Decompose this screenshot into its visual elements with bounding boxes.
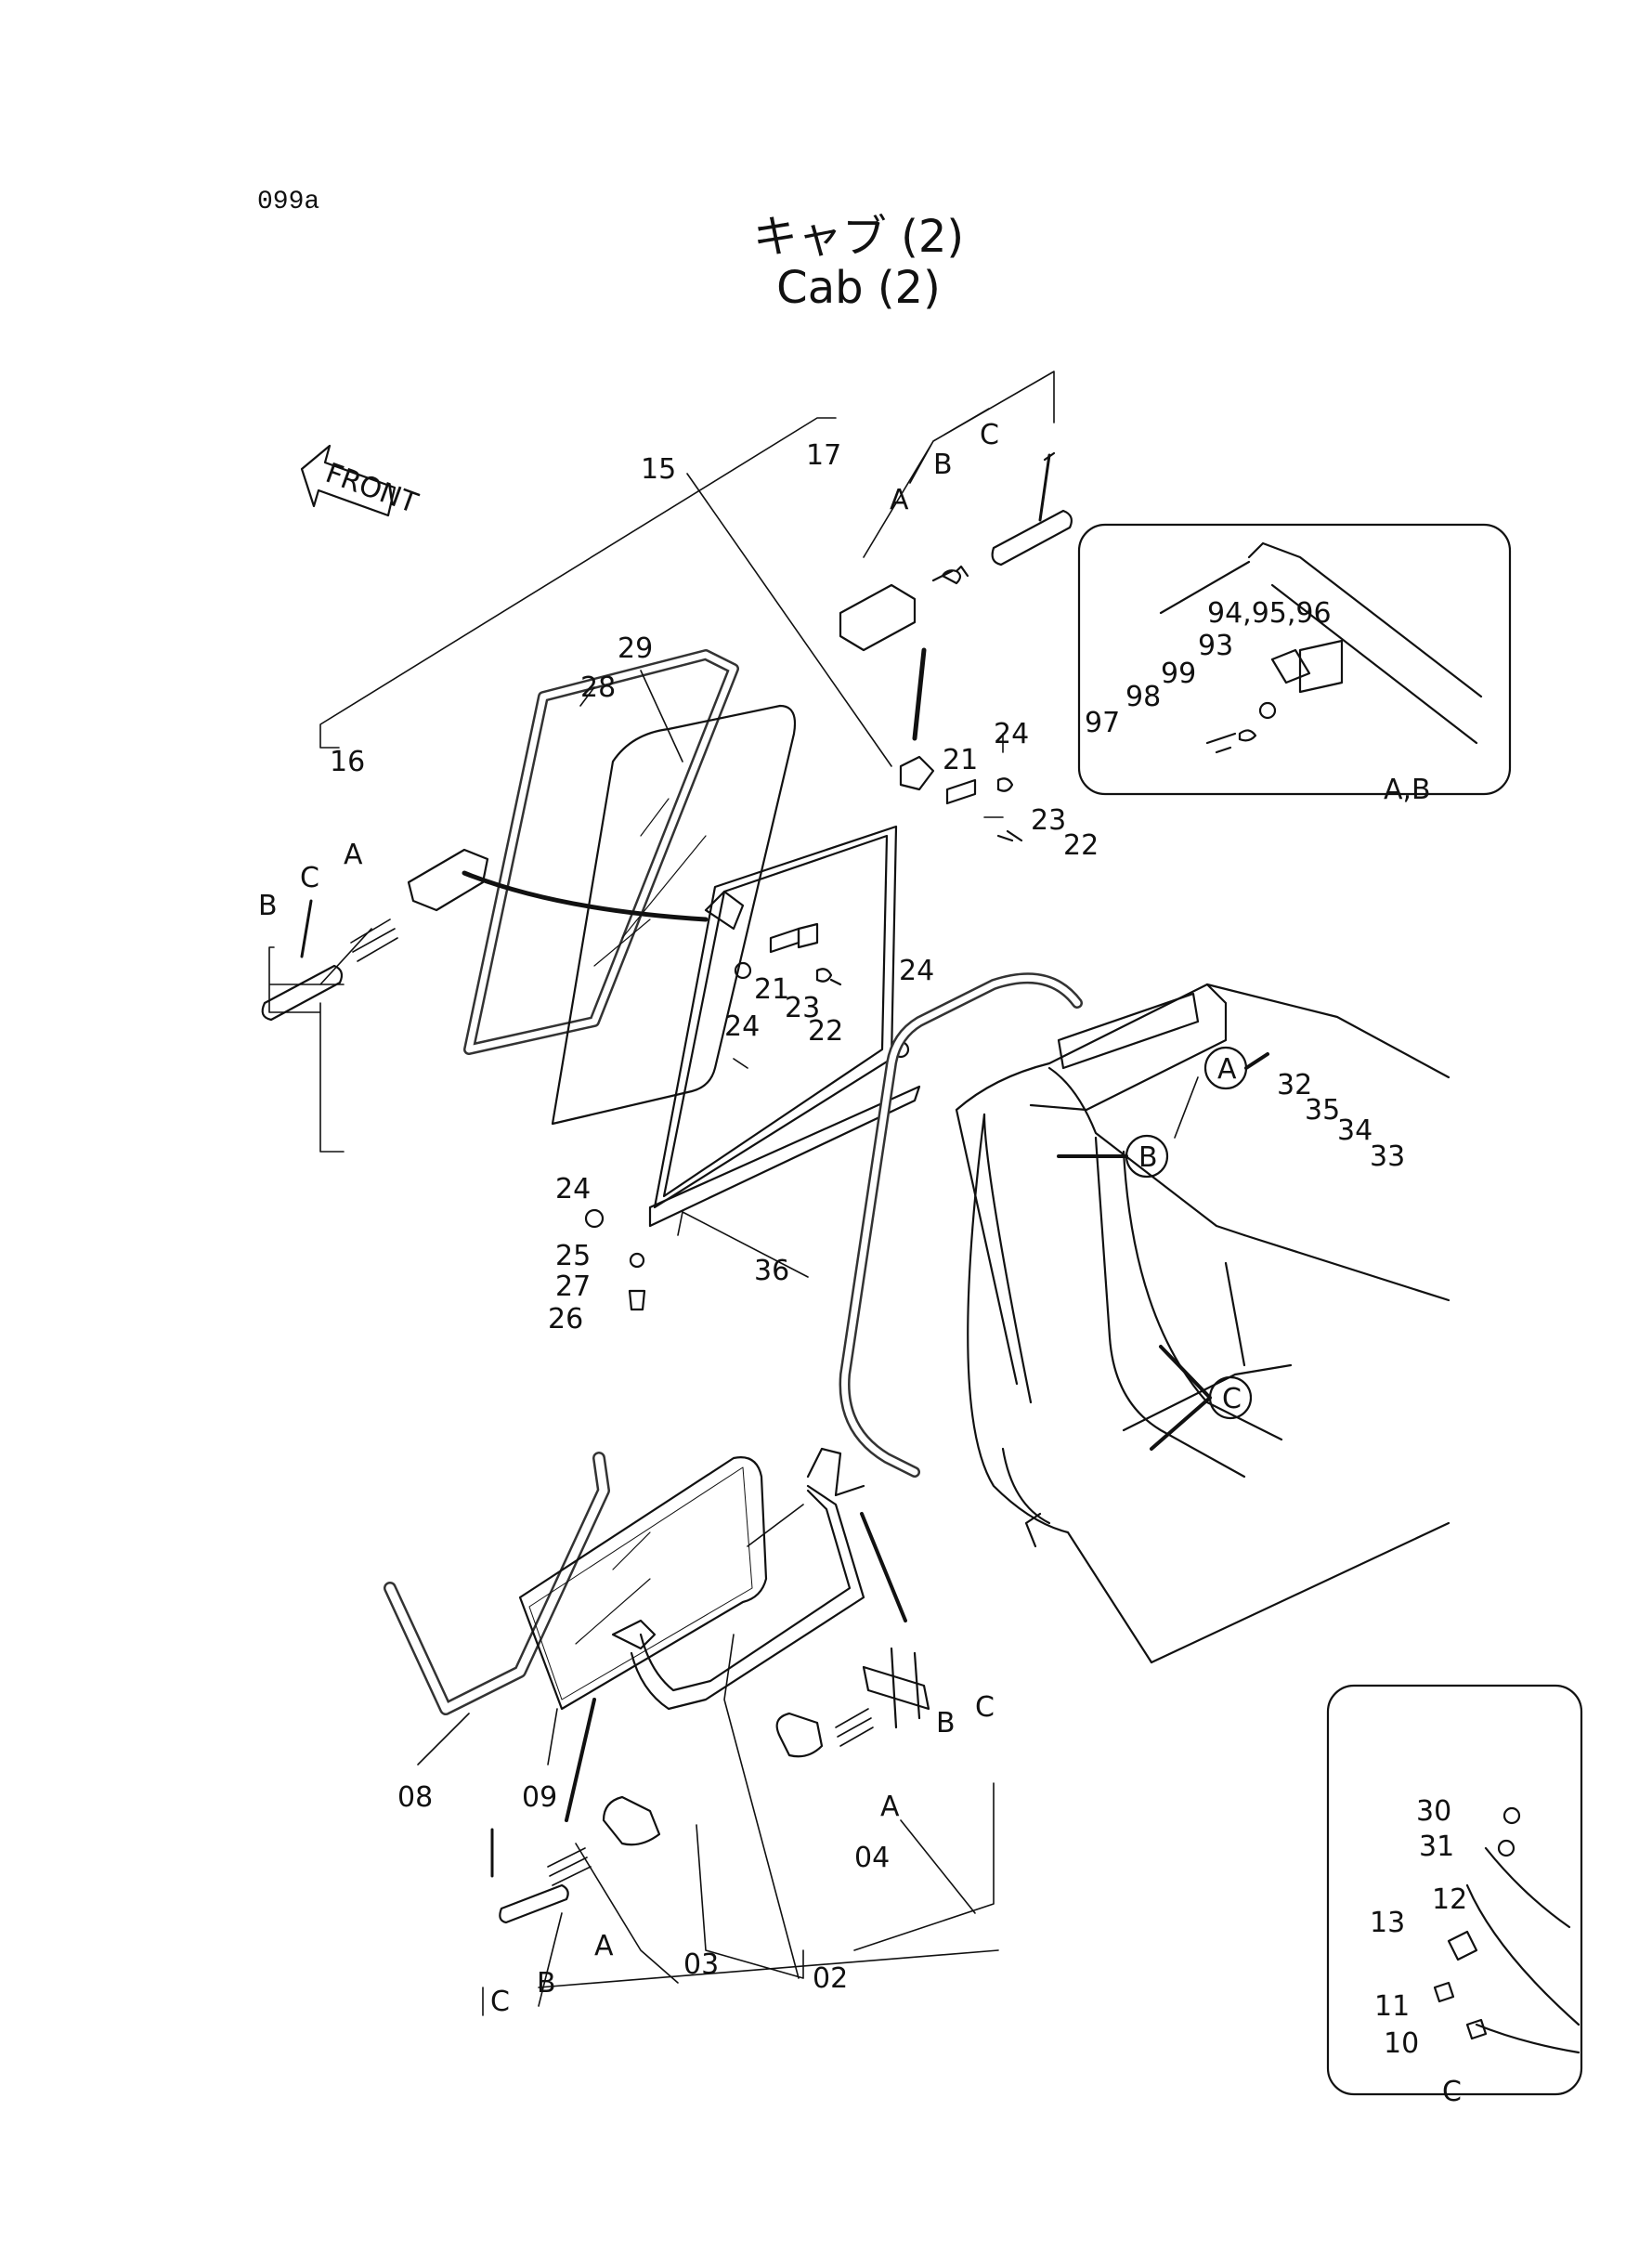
detail-box-c [1326, 1684, 1583, 2096]
part-31: 31 [1419, 1831, 1454, 1863]
window-glass-29 [551, 704, 797, 1126]
part-23-b: 23 [785, 992, 820, 1024]
detail-marker-A [1203, 1046, 1269, 1090]
caption-ab: A,B [1384, 774, 1431, 806]
front-arrow-icon [300, 444, 397, 517]
part-16: 16 [330, 746, 365, 778]
label-A-16: A [344, 839, 363, 871]
part-11: 11 [1374, 1990, 1410, 2023]
detail-marker-B [1057, 1134, 1169, 1179]
part-25: 25 [555, 1240, 591, 1272]
part-03: 03 [683, 1948, 719, 1981]
part-21-b: 21 [754, 973, 789, 1006]
window-seal-28 [463, 649, 739, 1055]
part-12: 12 [1432, 1883, 1467, 1916]
part-10: 10 [1384, 2027, 1419, 2060]
part-27: 27 [555, 1270, 591, 1303]
part-97: 97 [1085, 707, 1120, 739]
label-A-17: A [890, 484, 909, 516]
part-labels: FRONT 15 17 16 28 29 C B A B C A 24 21 2… [258, 419, 1467, 2108]
front-label: FRONT [321, 457, 423, 520]
part-23-a: 23 [1031, 804, 1066, 837]
part-32: 32 [1277, 1069, 1312, 1101]
title-english: Cab (2) [776, 262, 941, 314]
leader-lines [268, 371, 1199, 2016]
label-C-16: C [300, 862, 319, 894]
label-A-03: A [594, 1930, 614, 1962]
part-21-a: 21 [943, 744, 978, 776]
label-C-03: C [490, 1986, 510, 2018]
part-24-c: 24 [899, 955, 934, 987]
label-B-17: B [933, 449, 953, 481]
marker-C-letter: C [1222, 1383, 1242, 1415]
part-33: 33 [1370, 1140, 1405, 1173]
label-A-04: A [880, 1791, 900, 1823]
label-B-16: B [258, 890, 278, 922]
label-B-03: B [537, 1967, 556, 2000]
lower-glass-09 [518, 1456, 768, 1711]
lower-seal-08 [384, 1452, 610, 1715]
label-B-04: B [936, 1707, 956, 1739]
part-17: 17 [806, 439, 841, 472]
part-28: 28 [580, 671, 616, 704]
title-japanese: キャブ (2) [752, 211, 965, 263]
part-22-b: 22 [808, 1015, 843, 1048]
lower-locks-03-04 [490, 1512, 930, 1924]
lower-frame-02 [630, 1447, 865, 1711]
marker-B-letter: B [1138, 1141, 1158, 1174]
door-seal-36 [839, 972, 1083, 1478]
part-04: 04 [854, 1842, 890, 1874]
part-24-b: 24 [724, 1010, 760, 1043]
lock-assembly-16 [261, 848, 709, 1022]
cab-body [955, 983, 1450, 1664]
detail-marker-C [1150, 1345, 1253, 1451]
caption-c: C [1442, 2076, 1462, 2108]
part-99: 99 [1161, 658, 1196, 690]
page-code: 099a [257, 188, 320, 216]
part-29: 29 [618, 632, 653, 665]
part-09: 09 [522, 1781, 557, 1814]
part-13: 13 [1370, 1907, 1405, 1939]
part-94-96: 94,95,96 [1207, 597, 1332, 630]
detail-box-ab [1077, 523, 1512, 796]
part-02: 02 [813, 1962, 848, 1995]
part-36: 36 [754, 1255, 789, 1287]
part-93: 93 [1198, 630, 1233, 662]
lock-assembly-17 [839, 451, 1073, 842]
part-24-d: 24 [555, 1173, 591, 1205]
part-98: 98 [1125, 681, 1161, 713]
part-24-a: 24 [994, 718, 1029, 750]
part-35: 35 [1305, 1094, 1340, 1127]
marker-A-letter: A [1217, 1053, 1237, 1086]
part-26: 26 [548, 1303, 583, 1335]
part-15: 15 [641, 453, 676, 486]
part-22-a: 22 [1063, 829, 1099, 862]
label-C-04: C [975, 1691, 995, 1724]
label-C-17: C [980, 419, 999, 451]
part-34: 34 [1337, 1114, 1372, 1147]
part-30: 30 [1416, 1795, 1451, 1828]
part-08: 08 [397, 1781, 433, 1814]
